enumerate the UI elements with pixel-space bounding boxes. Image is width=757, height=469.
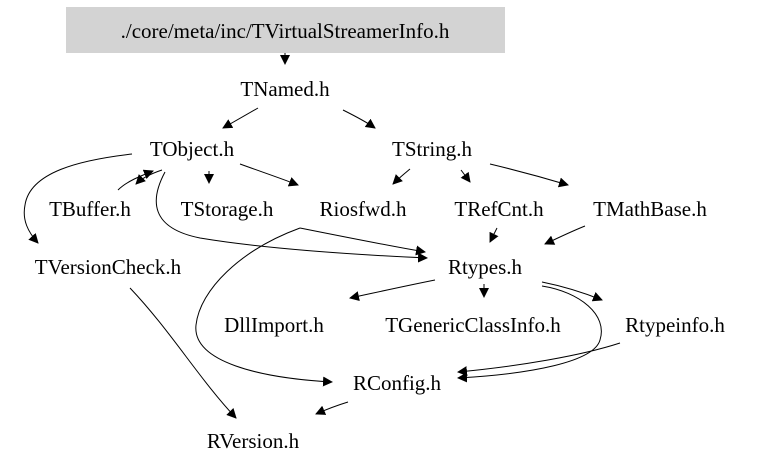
edge-riosfwd-rconfig [195,227,333,387]
node-tstring: TString.h [392,137,472,161]
edge-tstring-trefcnt [460,169,471,183]
node-tversioncheck: TVersionCheck.h [35,255,182,279]
edge-tstring-tmathbase [489,163,569,188]
edge-rtypes-dllimport [349,279,436,302]
node-rconfig: RConfig.h [353,371,442,395]
node-tnamed: TNamed.h [240,77,330,101]
node-tstorage: TStorage.h [181,197,274,221]
edge-rtypeinfo-rconfig [457,342,621,377]
edge-riosfwd-rtypes [299,227,426,256]
edge-rtypes-rtypeinfo [541,281,603,302]
edge-tnamed-tstring [342,109,376,129]
node-tmathbase: TMathBase.h [593,197,707,221]
node-tgenericclassinfo: TGenericClassInfo.h [385,313,561,337]
edge-tbuffer-tobject [117,169,154,191]
node-rtypeinfo: Rtypeinfo.h [625,313,725,337]
node-rversion: RVersion.h [207,429,300,453]
node-tobject: TObject.h [150,137,235,161]
root-node-box [66,7,505,53]
edge-tmathbase-rtypes [544,225,586,245]
node-trefcnt: TRefCnt.h [454,197,544,221]
edge-trefcnt-rtypes [489,227,499,243]
edge-tstring-riosfwd [392,168,411,185]
nodes: ./core/meta/inc/TVirtualStreamerInfo.h T… [35,19,726,453]
edge-tobject-tversioncheck [23,153,133,244]
edge-tobject-riosfwd [239,163,299,187]
node-tbuffer: TBuffer.h [49,197,131,221]
node-dllimport: DllImport.h [224,313,324,337]
node-riosfwd: Riosfwd.h [320,197,407,221]
edge-rtypes-rconfig [457,285,602,383]
edge-tobject-rtypes [155,171,428,263]
node-rtypes: Rtypes.h [448,255,523,279]
edges [23,53,621,419]
edge-tversioncheck-rversion [129,287,237,419]
node-root: ./core/meta/inc/TVirtualStreamerInfo.h [121,19,450,43]
edge-tnamed-tobject [222,107,259,129]
edge-rconfig-rversion [315,401,349,415]
